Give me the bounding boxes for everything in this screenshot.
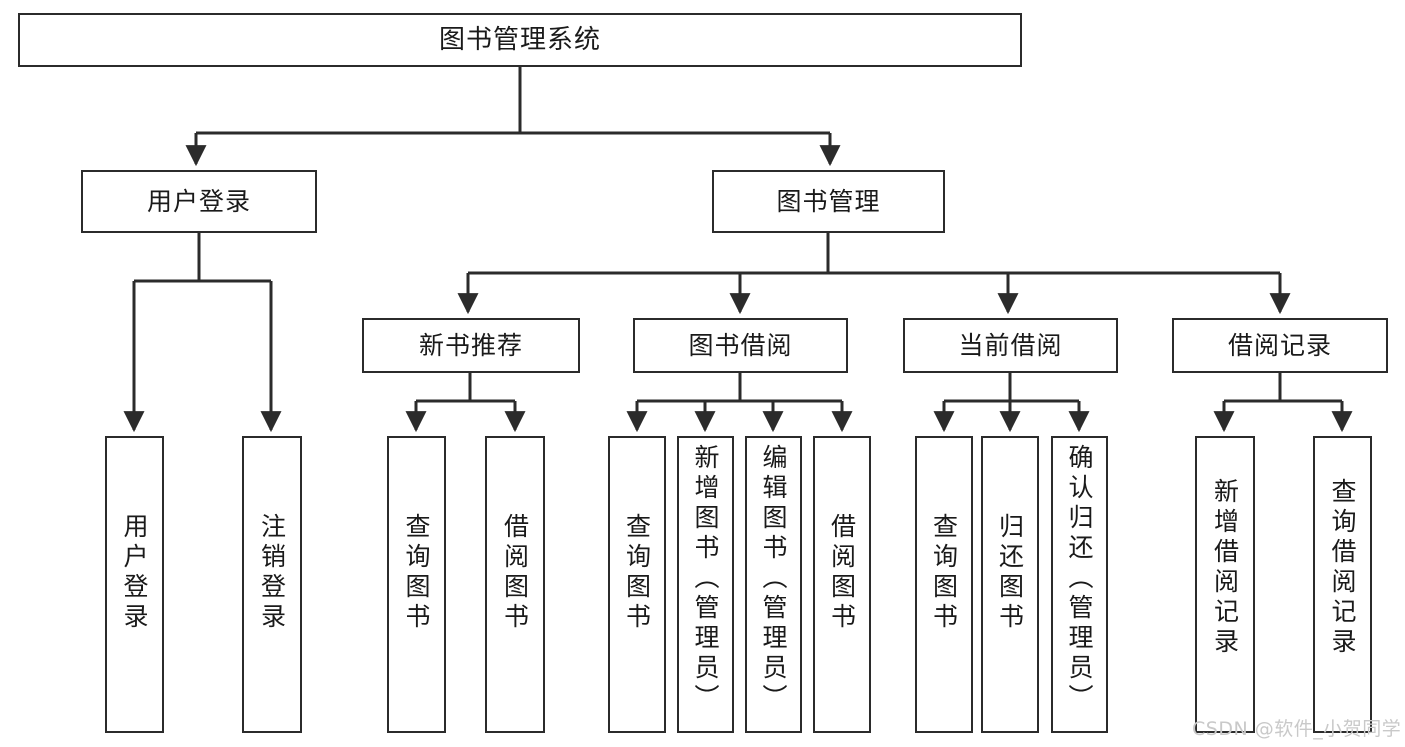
leaf-borrow-book-1-label: 借阅图书 <box>500 513 530 633</box>
node-new-book-recommend[interactable]: 新书推荐 <box>362 318 580 373</box>
node-current-borrow[interactable]: 当前借阅 <box>903 318 1118 373</box>
leaf-query-book-1[interactable]: 查询图书 <box>387 436 446 733</box>
leaf-query-book-3[interactable]: 查询图书 <box>915 436 973 733</box>
node-user-login[interactable]: 用户登录 <box>81 170 317 233</box>
leaf-add-record[interactable]: 新增借阅记录 <box>1195 436 1255 733</box>
leaf-confirm-return[interactable]: 确认归还（管理员） <box>1051 436 1108 733</box>
node-book-borrow[interactable]: 图书借阅 <box>633 318 848 373</box>
leaf-edit-book[interactable]: 编辑图书（管理员） <box>745 436 802 733</box>
node-user-login-label: 用户登录 <box>146 186 251 216</box>
node-book-management-label: 图书管理 <box>776 186 881 216</box>
leaf-add-book[interactable]: 新增图书（管理员） <box>677 436 734 733</box>
leaf-user-login-label: 用户登录 <box>120 513 149 633</box>
node-borrow-record[interactable]: 借阅记录 <box>1172 318 1388 373</box>
leaf-query-book-2-label: 查询图书 <box>622 513 652 633</box>
node-current-borrow-label: 当前借阅 <box>958 330 1063 360</box>
leaf-query-book-2[interactable]: 查询图书 <box>608 436 666 733</box>
leaf-confirm-return-label: 确认归还（管理员） <box>1065 444 1094 714</box>
leaf-query-record-label: 查询借阅记录 <box>1328 478 1357 658</box>
node-root-label: 图书管理系统 <box>438 24 601 55</box>
leaf-logout-login-label: 注销登录 <box>257 513 287 633</box>
leaf-return-book-label: 归还图书 <box>995 513 1025 633</box>
leaf-logout-login[interactable]: 注销登录 <box>242 436 302 733</box>
node-borrow-record-label: 借阅记录 <box>1227 330 1332 360</box>
leaf-add-record-label: 新增借阅记录 <box>1210 478 1240 658</box>
leaf-query-book-3-label: 查询图书 <box>929 513 959 633</box>
leaf-borrow-book-2[interactable]: 借阅图书 <box>813 436 871 733</box>
node-book-borrow-label: 图书借阅 <box>688 330 793 360</box>
node-book-management[interactable]: 图书管理 <box>712 170 945 233</box>
leaf-edit-book-label: 编辑图书（管理员） <box>759 444 788 714</box>
node-root[interactable]: 图书管理系统 <box>18 13 1022 67</box>
leaf-borrow-book-1[interactable]: 借阅图书 <box>485 436 545 733</box>
watermark: CSDN @软件_小贺同学 <box>1192 718 1402 740</box>
leaf-add-book-label: 新增图书（管理员） <box>691 444 720 714</box>
leaf-borrow-book-2-label: 借阅图书 <box>827 513 857 633</box>
leaf-query-book-1-label: 查询图书 <box>402 513 431 633</box>
leaf-return-book[interactable]: 归还图书 <box>981 436 1039 733</box>
leaf-query-record[interactable]: 查询借阅记录 <box>1313 436 1372 733</box>
leaf-user-login[interactable]: 用户登录 <box>105 436 164 733</box>
node-new-book-recommend-label: 新书推荐 <box>418 330 523 360</box>
